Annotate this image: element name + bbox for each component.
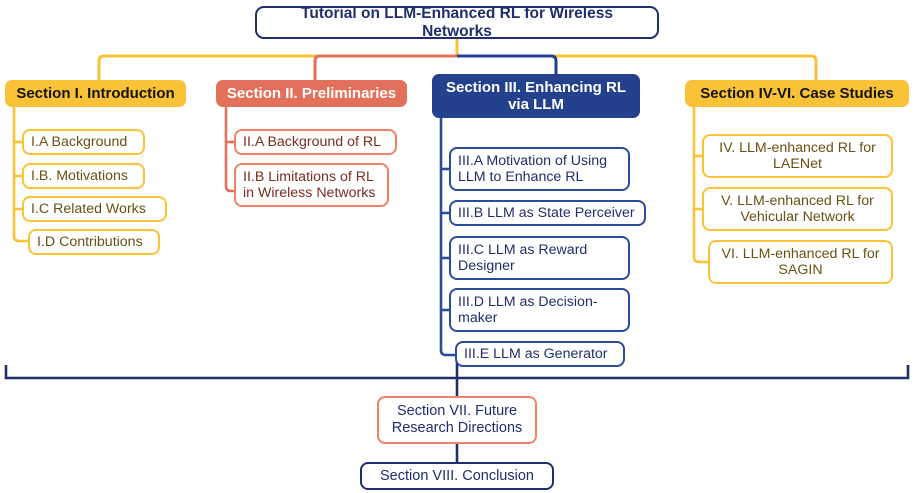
leaf-iii-e-generator[interactable]: III.E LLM as Generator [455, 341, 625, 367]
leaf-i-a-background[interactable]: I.A Background [22, 129, 145, 155]
leaf-iii-d-decision-maker[interactable]: III.D LLM as Decision- maker [449, 288, 630, 332]
section-header-case-studies[interactable]: Section IV-VI. Case Studies [685, 80, 909, 107]
leaf-v-vehicular-network[interactable]: V. LLM-enhanced RL for Vehicular Network [702, 187, 893, 231]
section-header-enhancing-rl-via-llm[interactable]: Section III. Enhancing RL via LLM [432, 74, 640, 118]
leaf-i-c-related-works[interactable]: I.C Related Works [22, 196, 167, 222]
leaf-vi-sagin[interactable]: VI. LLM-enhanced RL for SAGIN [708, 240, 893, 284]
root-title[interactable]: Tutorial on LLM-Enhanced RL for Wireless… [255, 5, 659, 40]
section-header-introduction[interactable]: Section I. Introduction [5, 80, 186, 107]
leaf-iii-b-state-perceiver[interactable]: III.B LLM as State Perceiver [449, 200, 646, 226]
section-header-preliminaries[interactable]: Section II. Preliminaries [216, 80, 407, 107]
leaf-ii-a-background-of-rl[interactable]: II.A Background of RL [234, 129, 397, 155]
section-viii-conclusion[interactable]: Section VIII. Conclusion [360, 462, 554, 490]
leaf-i-b-motivations[interactable]: I.B. Motivations [22, 163, 145, 189]
leaf-ii-b-limitations-of-rl[interactable]: II.B Limitations of RL in Wireless Netwo… [234, 163, 389, 207]
leaf-iii-c-reward-designer[interactable]: III.C LLM as Reward Designer [449, 236, 630, 280]
leaf-iv-laenet[interactable]: IV. LLM-enhanced RL for LAENet [702, 134, 893, 178]
leaf-i-d-contributions[interactable]: I.D Contributions [28, 229, 160, 255]
section-vii-future-research-directions[interactable]: Section VII. Future Research Directions [377, 396, 537, 444]
leaf-iii-a-motivation[interactable]: III.A Motivation of Using LLM to Enhance… [449, 147, 630, 191]
